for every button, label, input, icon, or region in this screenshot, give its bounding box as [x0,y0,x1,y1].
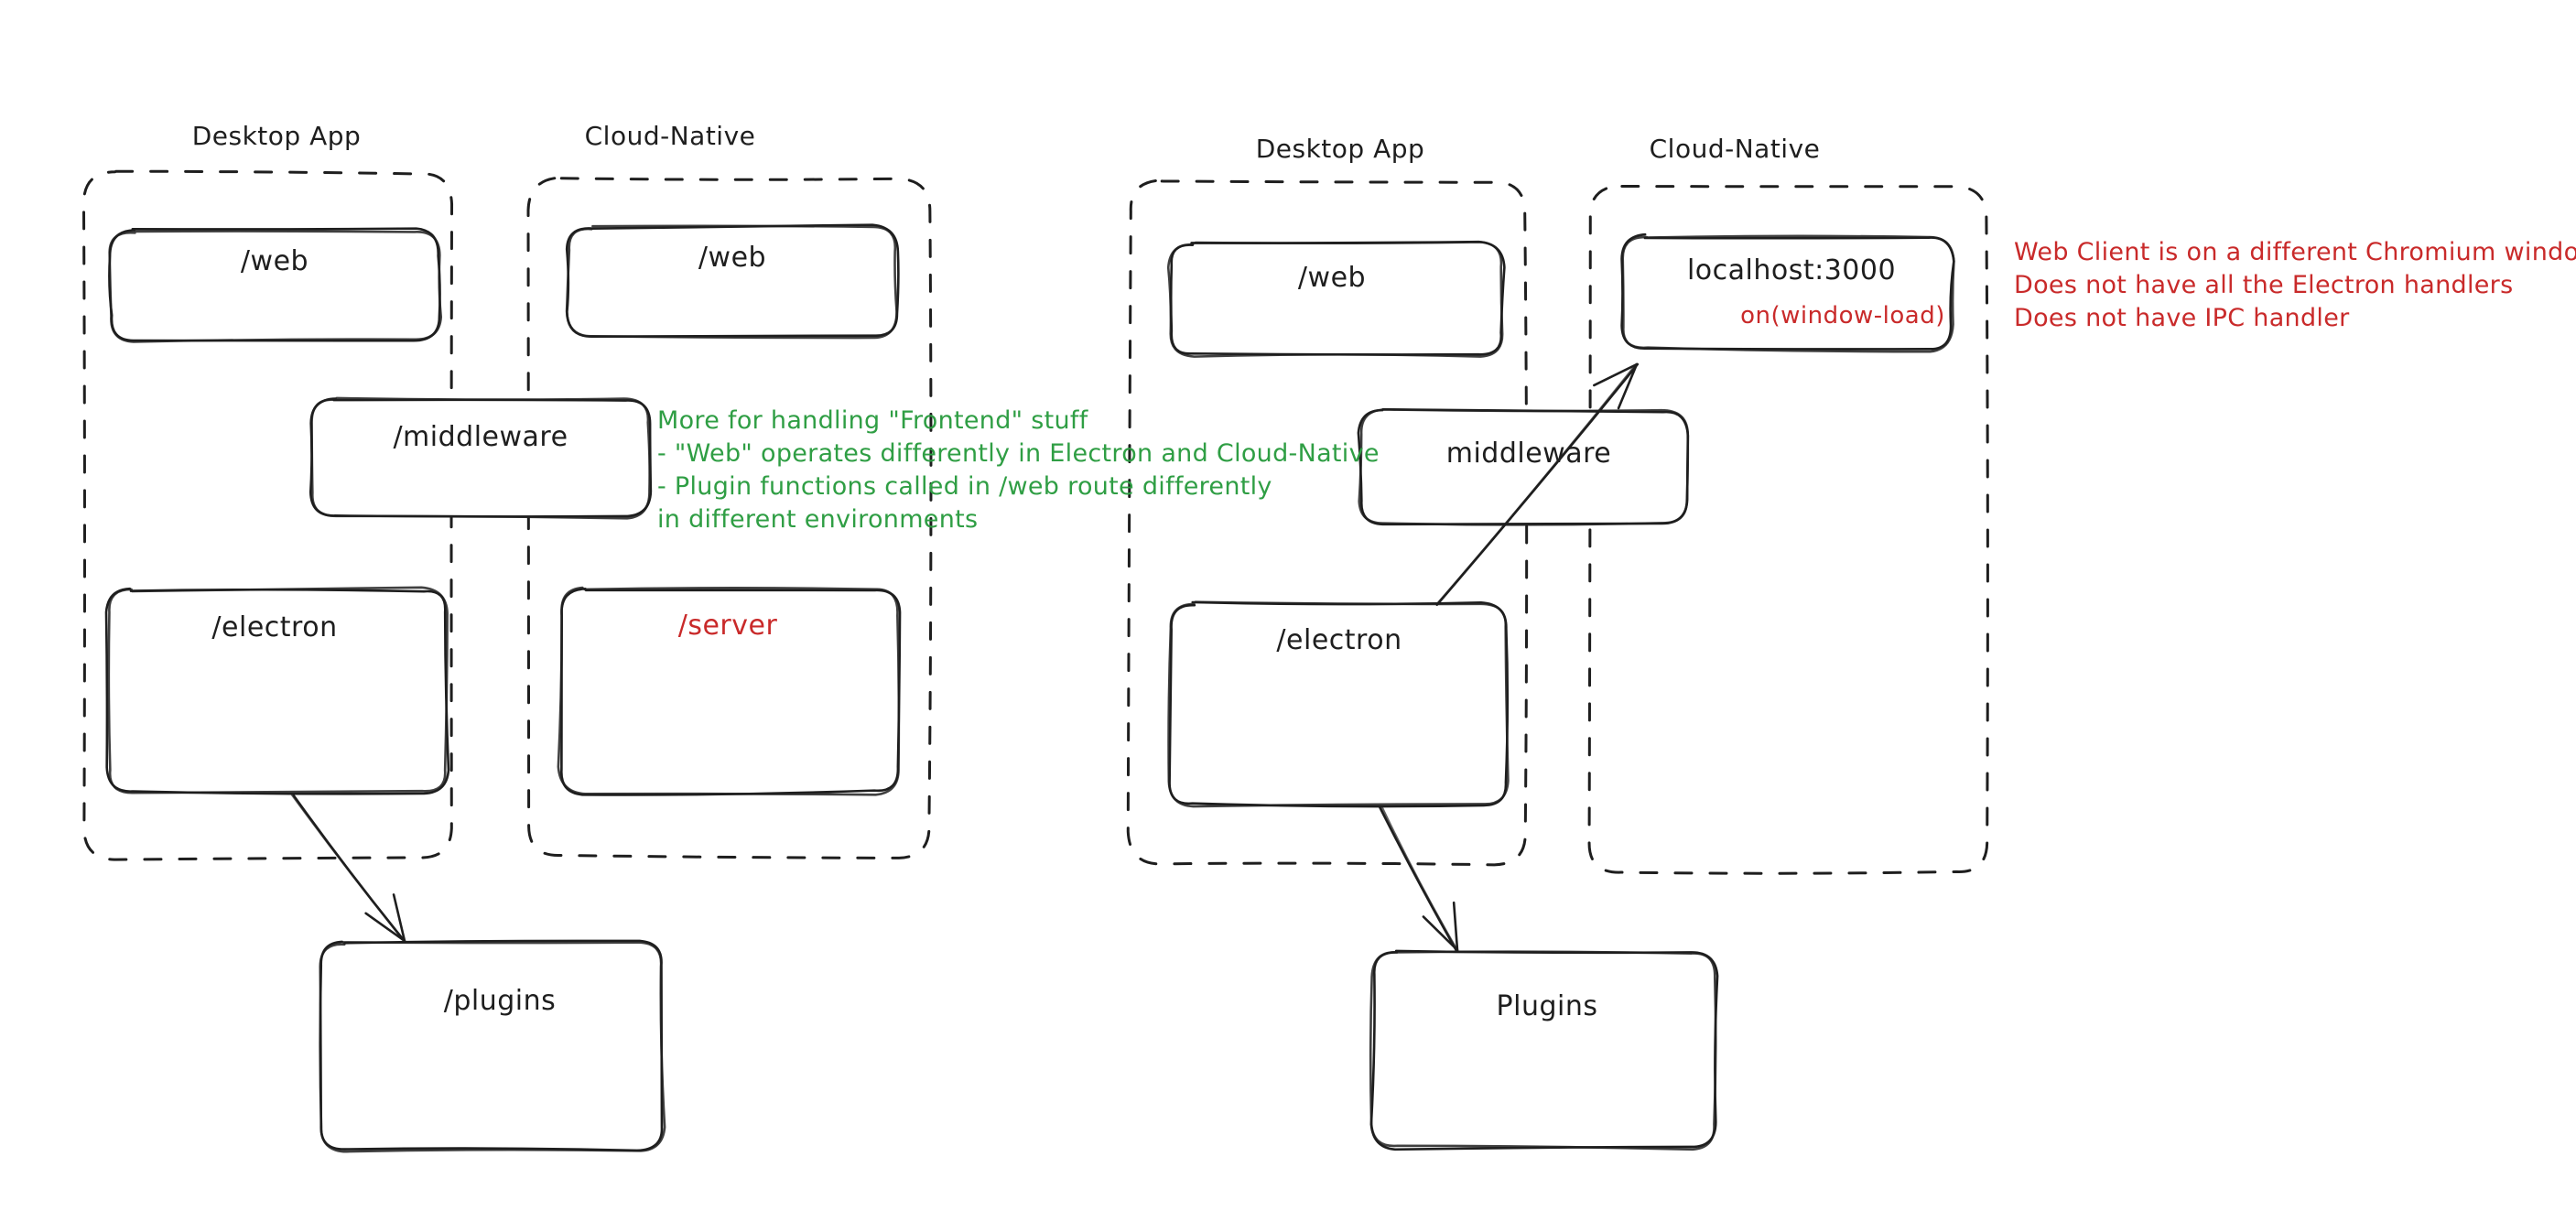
left-diagram [81,169,933,1153]
group-dashed-outline [1126,178,1529,867]
box-outline [107,586,449,794]
group-dashed-outline [526,176,933,859]
arrow-head-1 [364,912,406,943]
box-outline [310,396,651,520]
box-outline [1358,408,1690,526]
box-outline [560,588,902,796]
right-diagram [1126,178,1989,1151]
box-outline [319,939,664,1152]
arrow-head-1 [1422,915,1459,952]
box-outline [1168,600,1510,808]
box-outline [1621,234,1955,353]
box-outline [1369,949,1719,1151]
box-outline [319,941,666,1153]
box-outline [108,230,443,343]
box-outline [108,227,441,342]
box-outline [1166,241,1504,358]
box-outline [565,223,900,339]
box-outline [1620,232,1955,351]
arrow-head-1 [1617,362,1639,410]
box-outline [1369,950,1717,1151]
arrow-head-0 [1593,362,1639,387]
box-outline [557,586,901,796]
group-dashed-outline [81,169,454,861]
box-outline [104,587,450,795]
box-outline [1169,240,1506,356]
arrow-shaft [290,793,406,943]
arrow-shaft [1380,805,1458,951]
box-outline [308,397,653,518]
box-outline [1357,407,1690,526]
arrow-shaft [1436,363,1638,605]
arrow-head-0 [1452,901,1459,952]
box-outline [565,224,898,340]
box-outline [1167,600,1510,808]
arrow-head-0 [392,893,406,943]
